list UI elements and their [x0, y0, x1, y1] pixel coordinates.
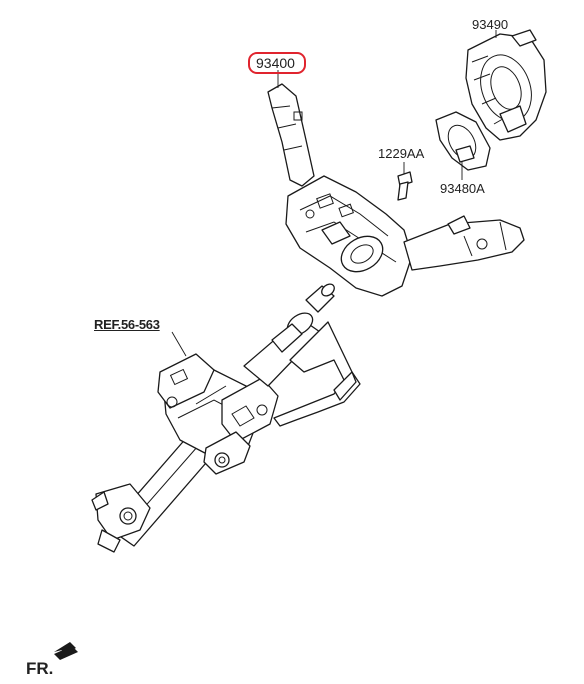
part-number-combination-switch[interactable]: 93400	[256, 55, 295, 71]
steering-column	[91, 283, 361, 553]
switch-sub-part	[435, 111, 491, 171]
part-number-switch-body[interactable]: 93480A	[440, 181, 485, 196]
switch-assembly	[267, 83, 525, 297]
clock-spring	[465, 29, 547, 141]
callout-highlight	[248, 52, 306, 74]
part-number-clock-spring[interactable]: 93490	[472, 17, 509, 32]
leader-ref	[171, 331, 187, 357]
front-marker: FR.	[26, 659, 54, 678]
bolt	[397, 171, 413, 201]
reference-label[interactable]: REF.56-563	[94, 317, 160, 332]
part-number-bolt[interactable]: 1229AA	[378, 146, 425, 161]
arrow-icon	[54, 642, 78, 660]
